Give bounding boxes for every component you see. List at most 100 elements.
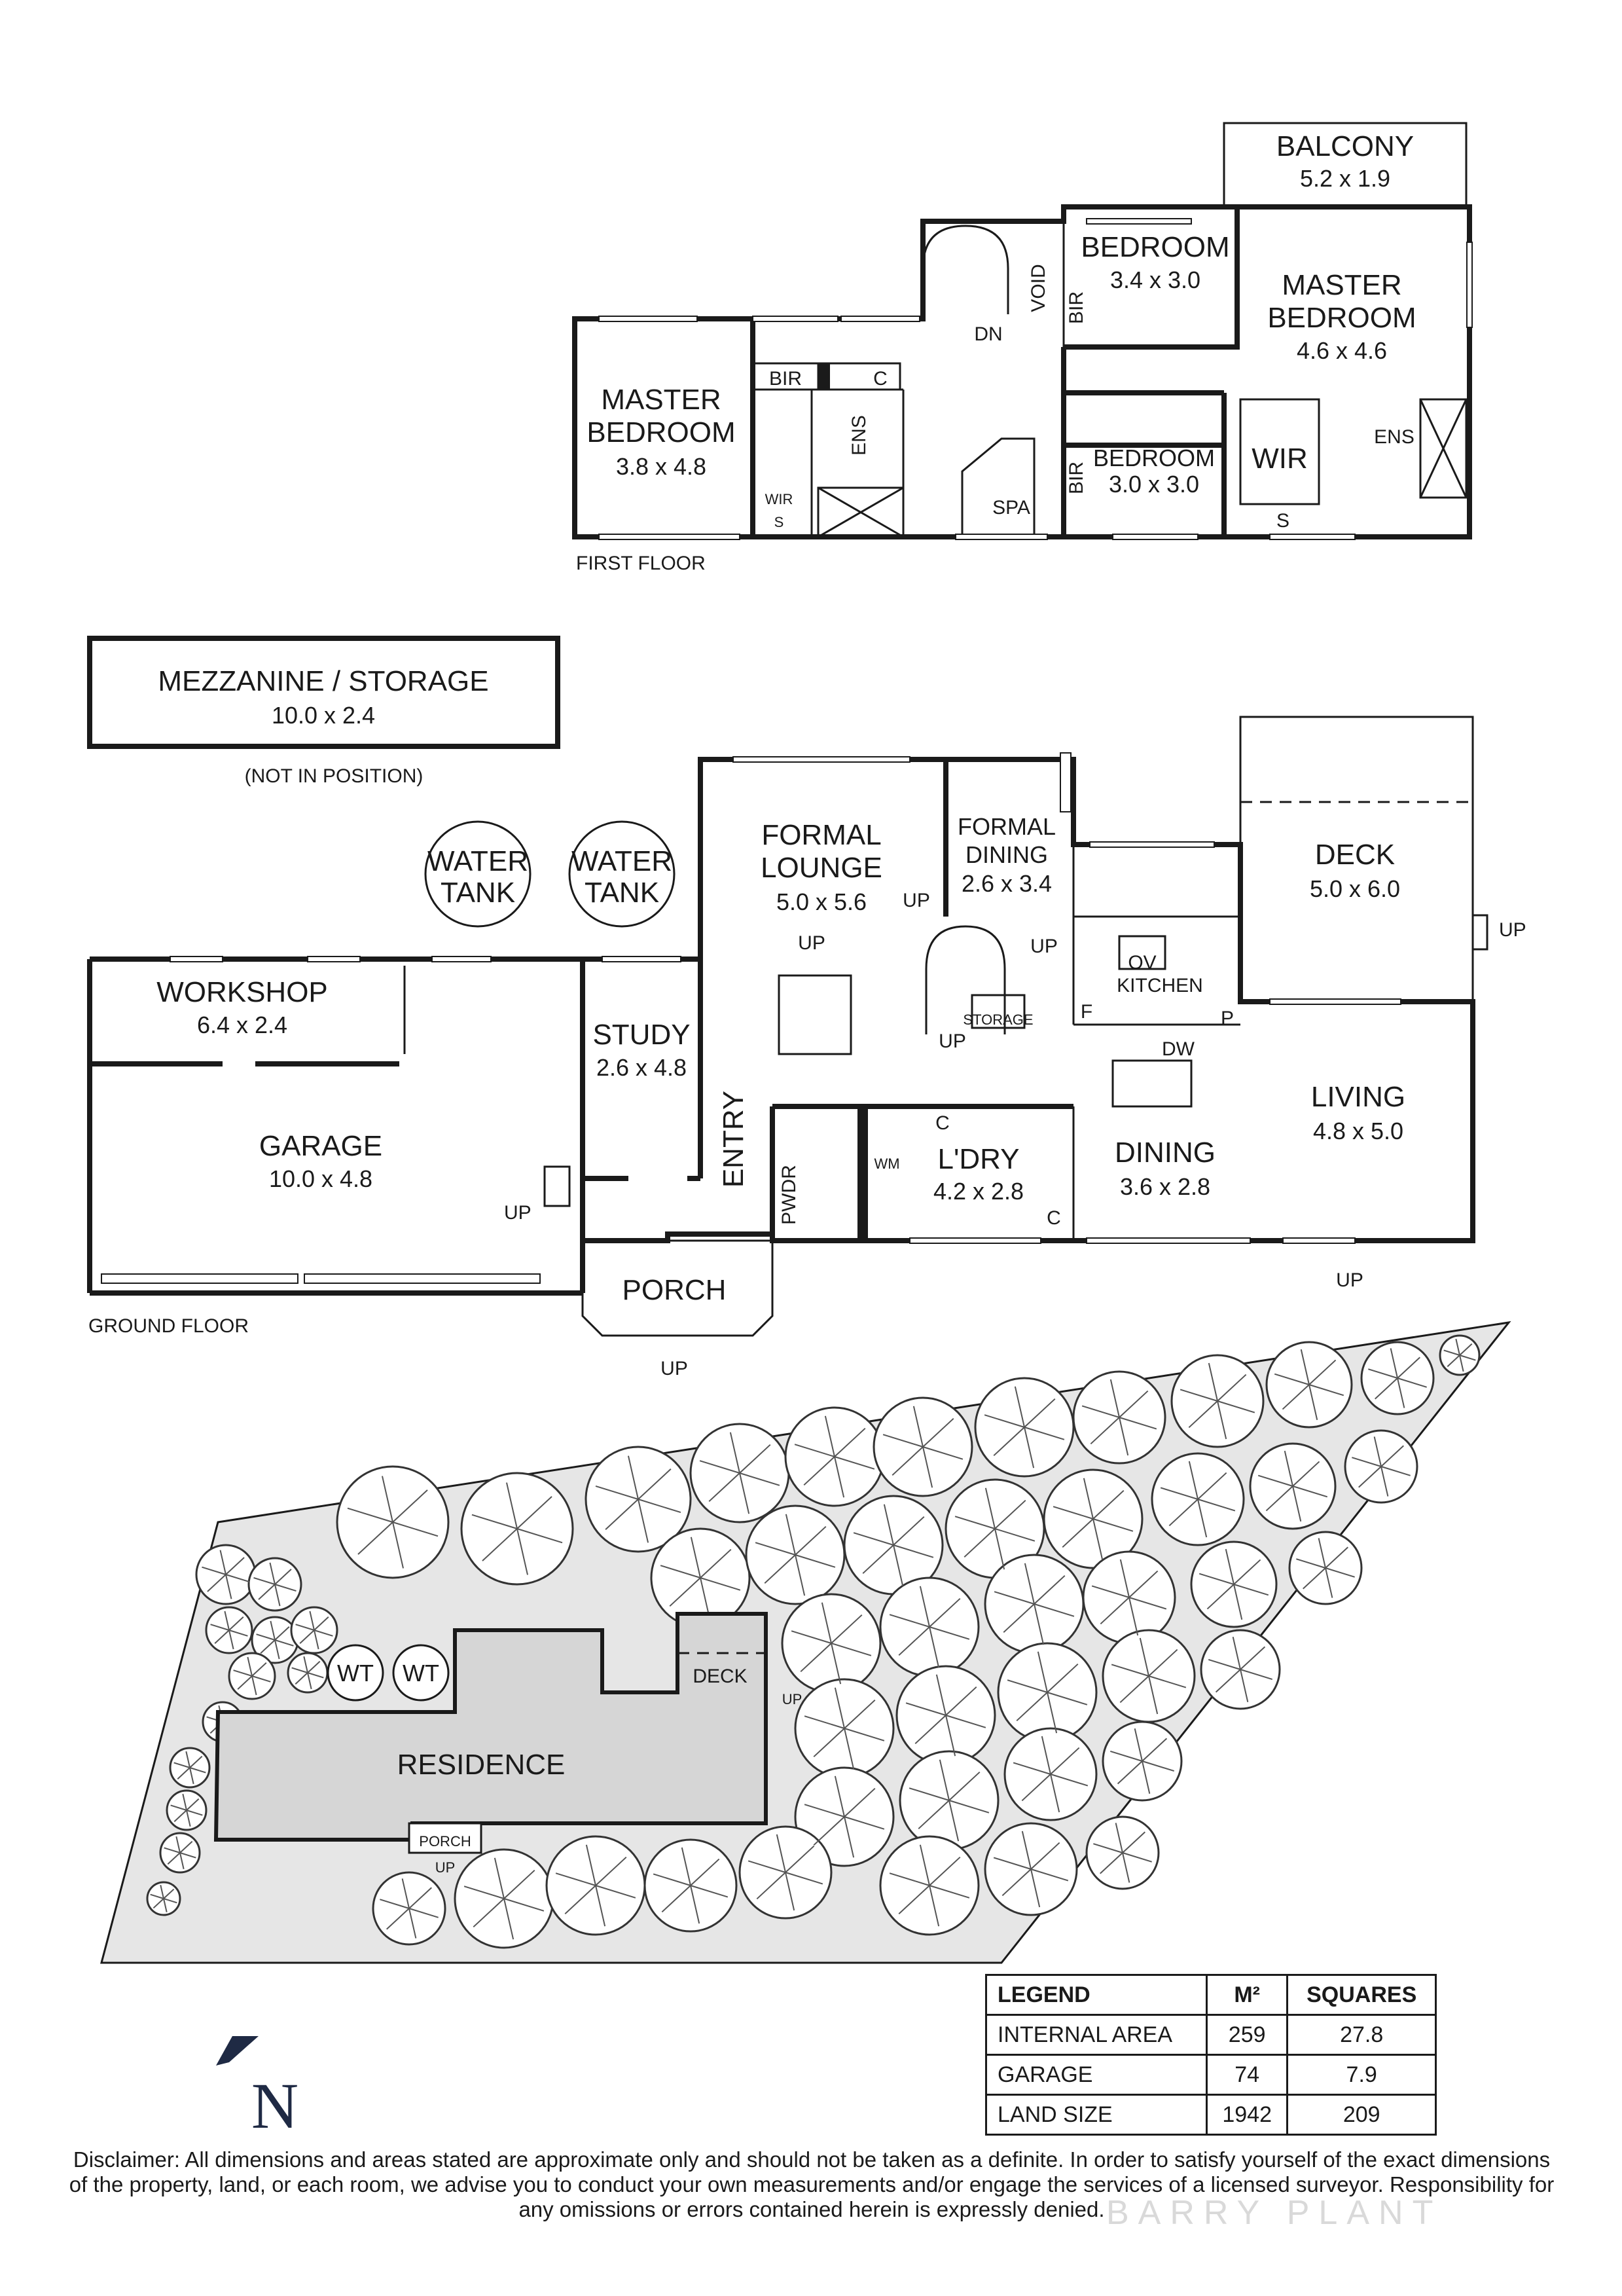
tree-branch	[824, 1415, 835, 1457]
brand-watermark: BARRY PLANT	[1106, 2194, 1443, 2232]
trees	[146, 1334, 1481, 1949]
living-dim: 4.8 x 5.0	[1313, 1118, 1403, 1144]
tree-branch	[295, 1624, 315, 1631]
tree-branch	[661, 1885, 691, 1913]
tree-branch	[1122, 1852, 1152, 1863]
tree-branch	[228, 1630, 248, 1637]
tree-branch	[1208, 1658, 1241, 1670]
tree-branch	[1128, 1597, 1139, 1636]
up-label-lounge: UP	[798, 932, 825, 954]
tree-branch	[1325, 1546, 1348, 1569]
tree-branch	[882, 1434, 924, 1448]
tree-branch	[1160, 1487, 1198, 1500]
tree-branch	[831, 1614, 863, 1644]
tree-branch	[202, 1566, 226, 1575]
tree-branch	[1368, 1368, 1398, 1379]
tree-branch	[1128, 1597, 1167, 1610]
tree-branch	[207, 1574, 226, 1592]
tree-branch	[1092, 1518, 1134, 1532]
legend-row-m2: 74	[1205, 2054, 1289, 2096]
site-up-deck: UP	[782, 1691, 802, 1707]
tree-branch	[506, 1482, 518, 1529]
tree-branch	[1373, 1436, 1382, 1467]
garage-name: GARAGE	[259, 1130, 382, 1162]
tree-branch	[314, 1616, 329, 1631]
tree-branch	[945, 1715, 986, 1728]
tree-branch	[994, 1591, 1035, 1605]
tree-branch	[929, 1626, 970, 1640]
tree-branch	[690, 1885, 700, 1924]
up-label-porch: UP	[660, 1358, 688, 1379]
tree-branch	[1232, 1637, 1241, 1670]
s-label-right: S	[1276, 510, 1289, 532]
tree-branch	[1030, 1868, 1069, 1882]
tree-branch	[189, 1755, 203, 1768]
first-floor-plan: BALCONY 5.2 x 1.9 BEDROOM 3.4 x 3.0 MAST…	[572, 122, 1473, 574]
tree-branch	[258, 1584, 276, 1600]
tree-branch	[1217, 1400, 1255, 1413]
tree-branch	[1188, 1400, 1218, 1429]
water-tank-2	[568, 820, 676, 928]
tree-branch	[844, 1728, 855, 1770]
tree-branch	[186, 1810, 191, 1827]
tree-branch	[170, 1804, 187, 1811]
tree-branch	[844, 1699, 876, 1729]
tree-branch	[690, 1858, 720, 1886]
tree-branch	[314, 1630, 319, 1650]
tree-branch	[307, 1672, 312, 1690]
tree-branch	[948, 1800, 990, 1813]
tree-branch	[1007, 1679, 1048, 1693]
tree-branch	[1134, 1728, 1143, 1762]
tree-branch	[251, 1662, 267, 1677]
site-wt-1	[327, 1644, 384, 1702]
study-name: STUDY	[592, 1019, 690, 1051]
tree-branch	[1119, 1417, 1129, 1456]
tree-branch	[401, 1878, 410, 1909]
tree-branch	[516, 1528, 563, 1544]
bedroom-top-walls	[1064, 207, 1240, 350]
site-wt-label-1: WT	[337, 1660, 374, 1686]
tree-branch	[503, 1869, 535, 1899]
tree-branch	[1375, 1377, 1398, 1400]
site-up-porch: UP	[435, 1859, 456, 1876]
tree-branch	[795, 1554, 836, 1568]
tree-branch	[392, 1522, 439, 1537]
tree-branch	[1050, 1774, 1089, 1787]
tree-branch	[889, 1872, 930, 1886]
pwdr-label: PWDR	[778, 1165, 800, 1225]
study-dim: 2.6 x 4.8	[596, 1054, 687, 1081]
tree-branch	[1109, 1750, 1143, 1762]
tree-branch	[307, 1660, 321, 1673]
tree-branch	[274, 1584, 281, 1607]
tree-branch	[179, 1852, 185, 1870]
garage-dim: 10.0 x 4.8	[269, 1165, 372, 1192]
tree-branch	[785, 1872, 795, 1911]
tree-branch	[237, 1675, 253, 1690]
formal-dining-name-1: FORMAL	[958, 813, 1056, 840]
tree-branch	[1062, 1518, 1094, 1548]
tree-branch	[251, 1675, 257, 1696]
tree-branch	[1083, 1478, 1094, 1520]
tree-branch	[813, 1816, 845, 1846]
ground-floor-label: GROUND FLOOR	[88, 1315, 249, 1337]
tree-branch	[954, 1516, 996, 1529]
disclaimer-text: Disclaimer: All dimensions and areas sta…	[69, 2147, 1555, 2221]
tree-branch	[1300, 1349, 1310, 1385]
tree-branch	[1282, 1384, 1310, 1410]
tree-branch	[1092, 1489, 1125, 1520]
tree-branch	[929, 1626, 940, 1668]
kitchen-dw: DW	[1162, 1038, 1195, 1060]
tree-branch	[803, 1456, 835, 1486]
tree-branch	[1284, 1450, 1293, 1487]
tree-branch	[164, 1847, 181, 1853]
tree-branch	[347, 1507, 393, 1523]
tree-branch	[1013, 1762, 1051, 1775]
tree-branch	[595, 1856, 627, 1886]
kitchen-f: F	[1081, 1001, 1092, 1023]
tree-branch	[844, 1728, 885, 1741]
tree-branch	[314, 1630, 333, 1637]
tree-branch	[1034, 1603, 1045, 1645]
balcony-name: BALCONY	[1276, 130, 1414, 162]
legend-row-label: LAND SIZE	[985, 2094, 1208, 2136]
tree-branch	[853, 1532, 894, 1546]
